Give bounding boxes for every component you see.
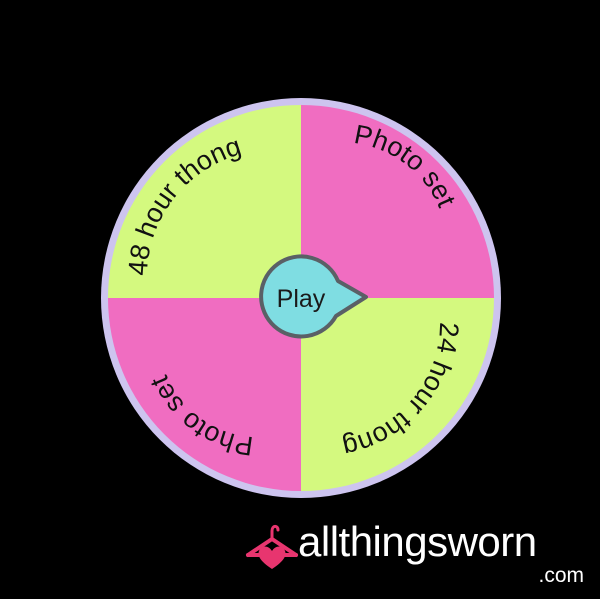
- play-button[interactable]: Play: [259, 254, 368, 339]
- wheel-segment-top-right: [301, 105, 494, 298]
- wheel-segment-bottom-right: [301, 298, 494, 491]
- play-label: Play: [277, 285, 326, 313]
- hanger-heart-icon: [246, 524, 298, 569]
- watermark-logo: allthingsworn .com: [244, 515, 594, 595]
- wheel-segment-bottom-left: [108, 298, 301, 491]
- watermark-name: allthingsworn: [298, 518, 537, 565]
- wheel-segment-top-left: [108, 105, 301, 298]
- pointer-arrow-icon: [259, 254, 368, 339]
- watermark-tld: .com: [538, 564, 584, 587]
